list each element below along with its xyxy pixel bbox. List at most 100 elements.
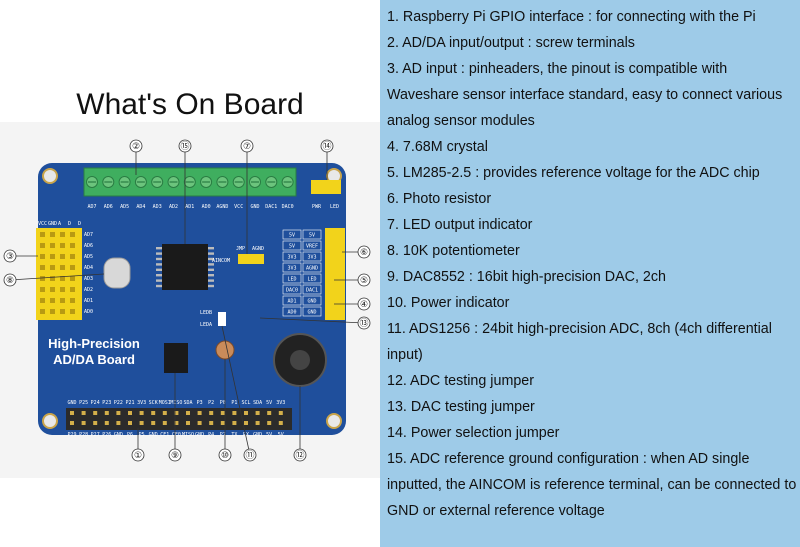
gpio-label: 5V [278, 432, 284, 438]
gpio-pin [81, 411, 86, 415]
dac8552-chip [164, 343, 188, 373]
terminal-label: AD0 [202, 204, 211, 210]
right-label-box [282, 262, 302, 273]
gpio-label: SDA [183, 400, 192, 406]
callout-circle [3, 273, 17, 287]
gpio-label: P2 [208, 400, 214, 406]
gpio-pin [278, 411, 283, 415]
gpio-label: GND [114, 432, 123, 438]
gpio-pin [104, 411, 109, 415]
callout-number: ⑭ [322, 141, 331, 152]
gpio-label: P26 [102, 432, 111, 438]
header-pin [60, 276, 65, 281]
gpio-pin [278, 421, 283, 425]
gpio-label: SCK [149, 400, 158, 406]
gpio-label: SDA [253, 400, 262, 406]
terminal-label: VCC [234, 204, 243, 210]
gpio-label: 3V3 [276, 400, 285, 406]
header-pin [50, 254, 55, 259]
gpio-pin [232, 421, 237, 425]
header-pin [60, 243, 65, 248]
callout-number: ⑬ [359, 318, 368, 329]
callout-number: ⑪ [245, 450, 254, 461]
right-label-box [282, 229, 302, 240]
chip-leg [208, 247, 214, 250]
feature-list-panel: 1. Raspberry Pi GPIO interface : for con… [380, 0, 800, 547]
gpio-label: 5V [266, 432, 272, 438]
gpio-pin [116, 411, 121, 415]
gpio-label: P25 [79, 400, 88, 406]
left-pin-label: AD7 [84, 232, 93, 238]
chip-leg [156, 284, 162, 288]
terminal-label: AD4 [136, 204, 145, 210]
terminal-label: DAC0 [282, 204, 294, 210]
chip-leg [208, 279, 214, 282]
callout-line [221, 325, 251, 456]
right-label-box [302, 229, 322, 240]
jumper-adc-ref [238, 254, 264, 264]
gpio-label: CE1 [160, 432, 169, 438]
gpio-pin [197, 411, 202, 415]
right-label-box [282, 251, 302, 262]
gpio-pin [197, 421, 202, 425]
gpio-label: P29 [67, 432, 76, 438]
feature-item: 13. DAC testing jumper [387, 399, 535, 415]
feature-item: 8. 10K potentiometer [387, 243, 520, 259]
terminal-label: AD7 [87, 204, 96, 210]
header-pin [40, 309, 45, 314]
chip-leg [156, 257, 162, 261]
photo-resistor [215, 340, 235, 360]
header-pin [70, 298, 75, 303]
right-pin-header [325, 228, 345, 320]
header-pin [50, 298, 55, 303]
chip-leg [208, 252, 214, 255]
gpio-pin [116, 421, 121, 425]
left-header-label: A [58, 221, 61, 227]
chip-leg [208, 284, 214, 288]
feature-item: 2. AD/DA input/output : screw terminals [387, 35, 635, 51]
header-pin [70, 287, 75, 292]
feature-item: 12. ADC testing jumper [387, 373, 535, 389]
header-pin [40, 287, 45, 292]
chip-legs [156, 247, 214, 288]
gpio-pin [209, 421, 214, 425]
right-label-box [282, 273, 302, 284]
left-pin-label: AD1 [84, 298, 93, 304]
chip-leg [208, 263, 214, 266]
callout-circle [129, 139, 143, 153]
header-pin [70, 232, 75, 237]
gpio-label: P0 [220, 400, 226, 406]
right-header-label: AD1 [287, 299, 296, 305]
feature-item: 15. ADC reference ground configuration :… [387, 451, 797, 519]
gpio-pin [128, 411, 132, 415]
right-label-box [302, 240, 322, 251]
callout-number: ⑩ [221, 451, 229, 461]
terminal-label: DAC1 [265, 204, 277, 210]
header-pin [70, 276, 75, 281]
gpio-pin [186, 411, 190, 415]
callout-circle [357, 245, 371, 259]
gpio-pin [139, 421, 144, 425]
header-pin [60, 232, 65, 237]
left-pin-label: AD4 [84, 265, 93, 271]
gpio-pin [81, 421, 86, 425]
gpio-label: P22 [114, 400, 123, 406]
gpio-pin [244, 421, 248, 425]
gpio-label: P4 [208, 432, 214, 438]
led-indicator [218, 312, 226, 326]
gpio-pin [186, 421, 190, 425]
jumper-label: JMP [236, 246, 245, 252]
gpio-label: P23 [102, 400, 111, 406]
gpio-pin [244, 411, 248, 415]
feature-item: 5. LM285-2.5 : provides reference voltag… [387, 165, 760, 181]
callout-number: ① [134, 451, 142, 461]
terminal-label: GND [250, 204, 259, 210]
callout-number: ⑨ [171, 451, 179, 461]
gpio-pin [70, 421, 74, 425]
chip-leg [156, 247, 162, 250]
right-header-label: DAC1 [306, 288, 318, 294]
